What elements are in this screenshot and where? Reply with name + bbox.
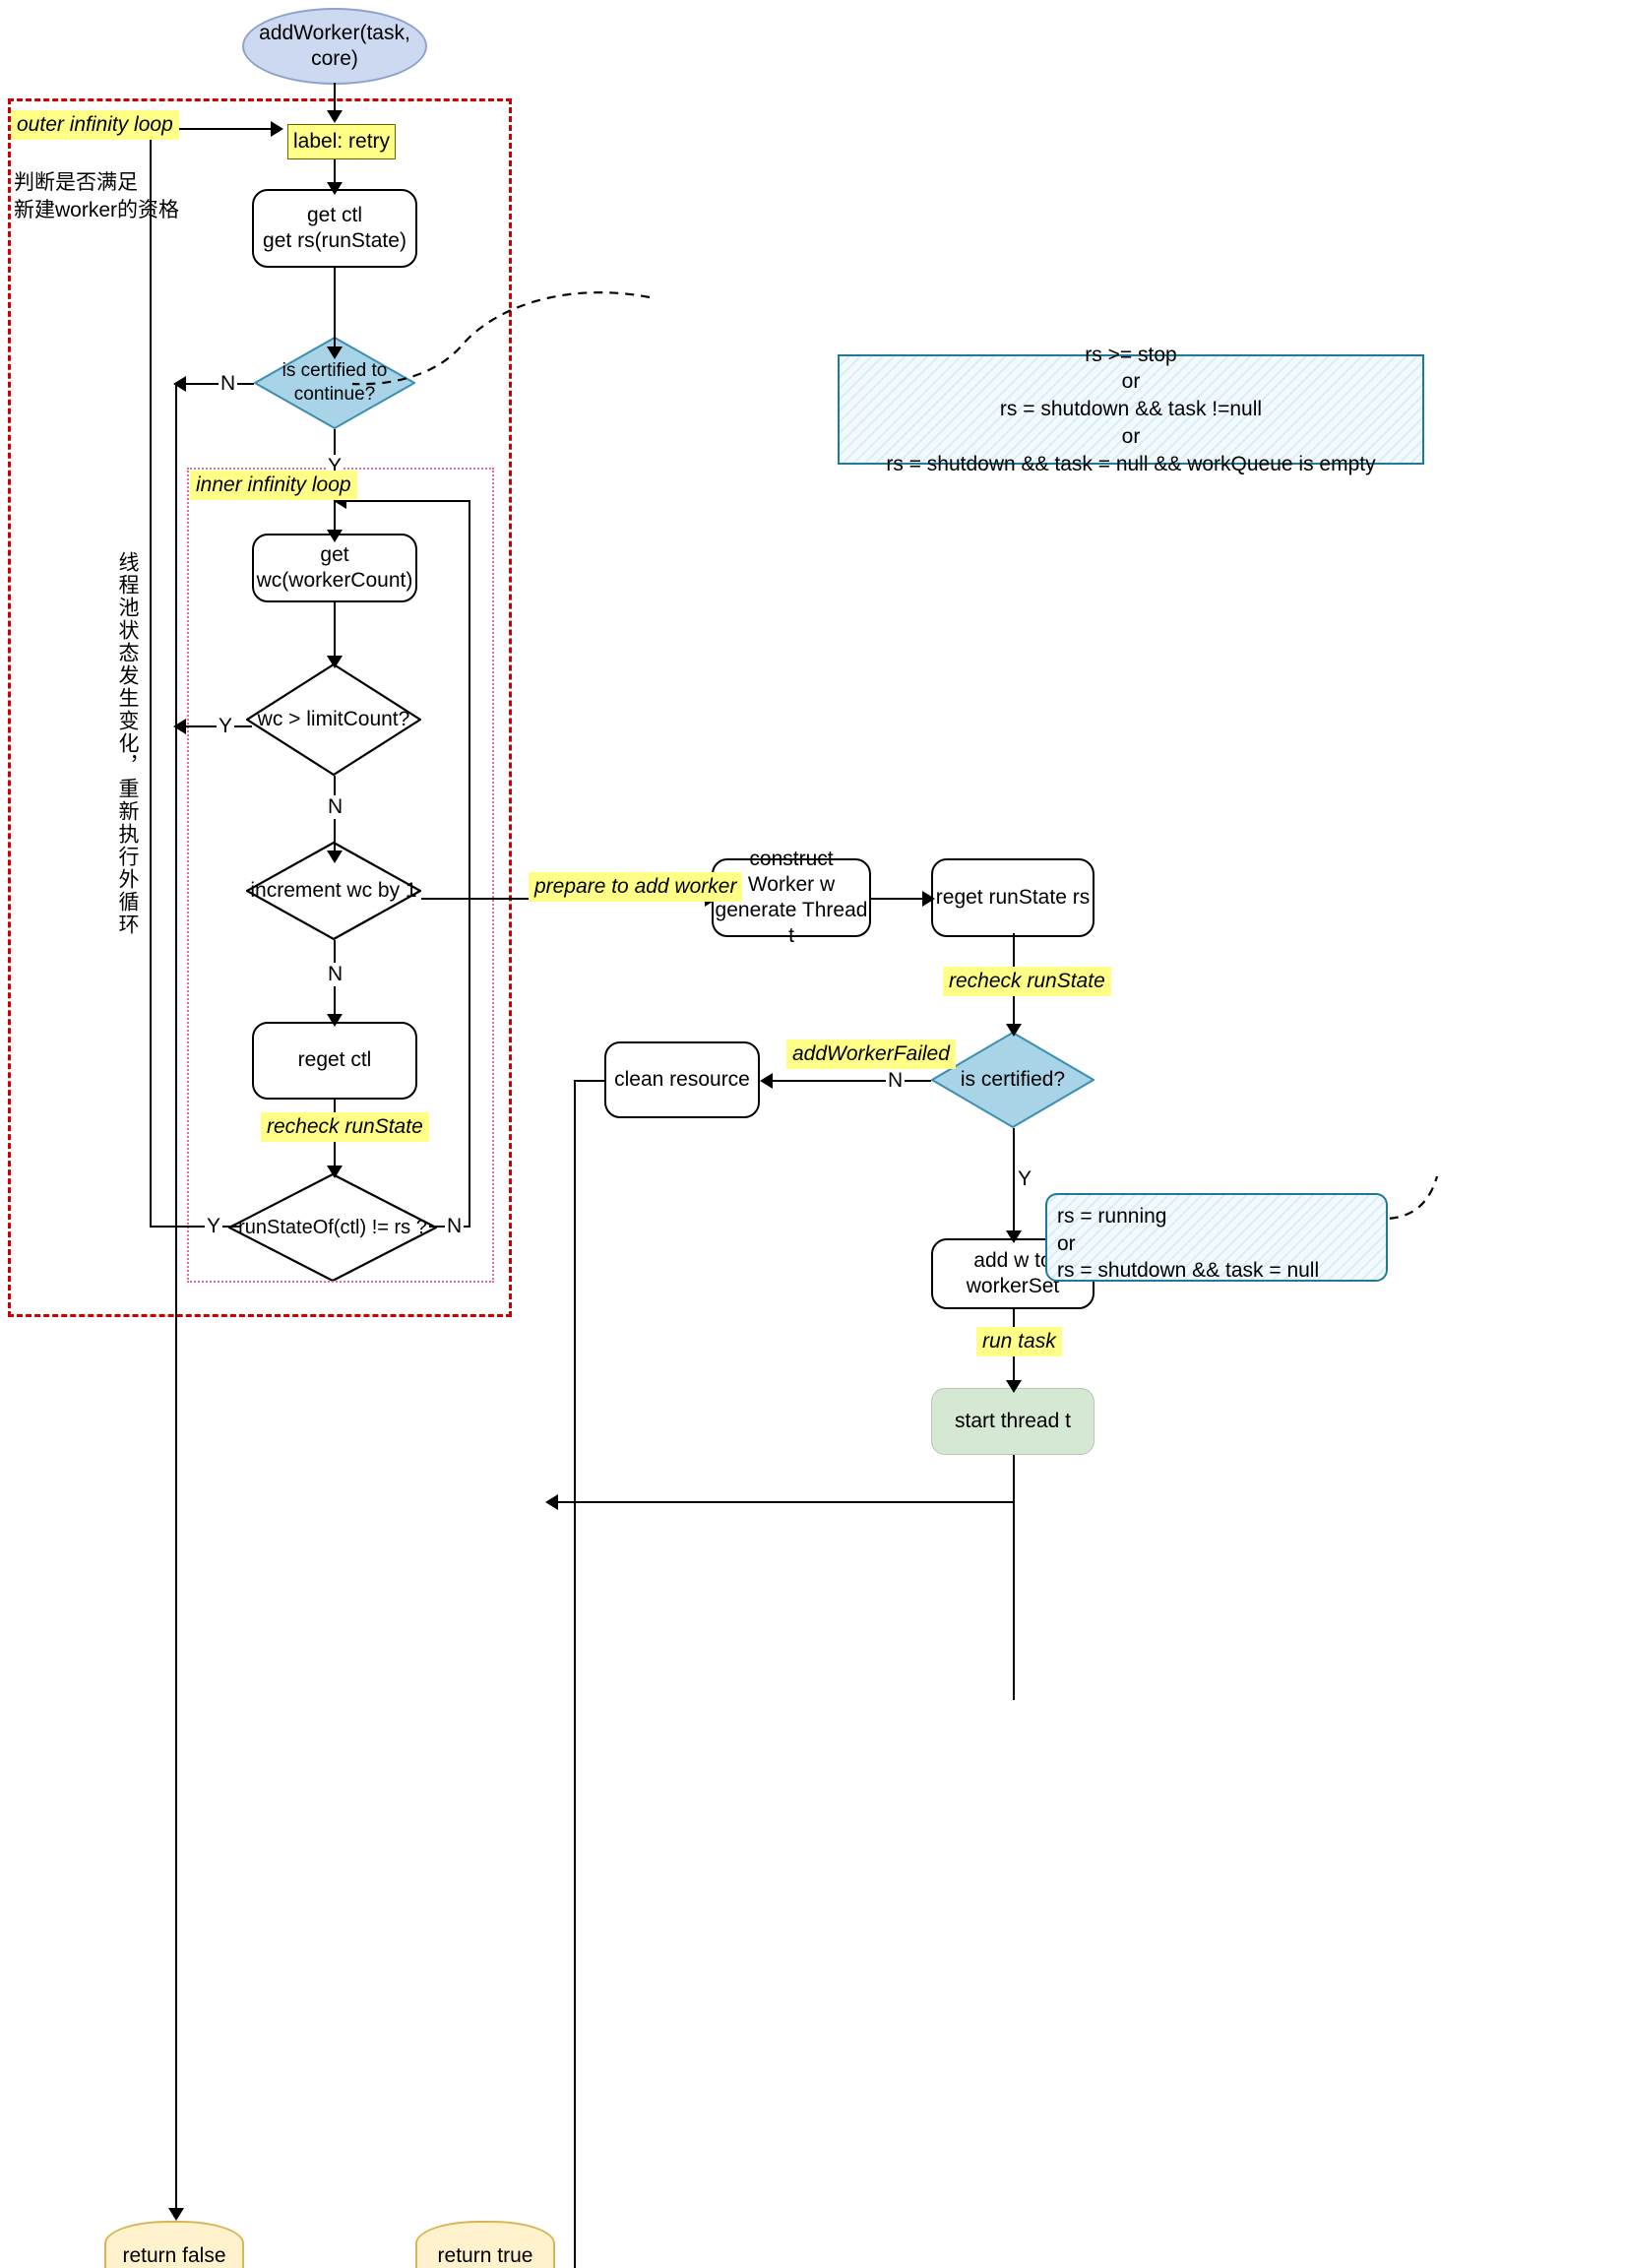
arrowhead-certified2-yes: [1006, 1230, 1022, 1243]
edge-label-increment-no: N: [326, 963, 345, 986]
note-connector-2: [1358, 1175, 1439, 1221]
arrowhead-construct-to-reget: [922, 891, 935, 907]
edge-clean-to-cleanbox: [574, 1080, 605, 1083]
runstate-changed-decision: runStateOf(ctl) != rs ?: [228, 1173, 437, 1282]
get-ctl-node: get ctl get rs(runState): [252, 189, 417, 268]
note-certified-condition: rs = running or rs = shutdown && task = …: [1045, 1193, 1388, 1282]
arrowhead-increment-no: [327, 1014, 343, 1027]
arrowhead-start-to-retry: [327, 110, 343, 123]
return-false-node: return false: [104, 2221, 244, 2268]
is-certified-label: is certified?: [960, 1067, 1066, 1091]
edge-runstate-no-back: [343, 500, 470, 503]
get-wc-node: get wc(workerCount): [252, 534, 417, 602]
sticky-recheck-runstate-left: recheck runState: [261, 1112, 429, 1142]
edge-label-certified2-yes: Y: [1016, 1167, 1034, 1191]
arrowhead-regetctl-to-runstate: [327, 1166, 343, 1178]
eligibility-annotation: 判断是否满足 新建worker的资格: [14, 171, 180, 222]
outer-loop-caption: outer infinity loop: [11, 110, 179, 140]
edge-certified2-no: [770, 1080, 931, 1083]
arrowhead-certified-no: [173, 376, 186, 392]
start-thread-node: start thread t: [931, 1388, 1094, 1455]
inner-loop-caption: inner infinity loop: [190, 471, 357, 500]
return-true-node: return true: [415, 2221, 555, 2268]
arrowhead-to-retry: [271, 121, 283, 137]
edge-getctl-to-certified: [334, 268, 337, 354]
runstate-changed-label: runStateOf(ctl) != rs ?: [238, 1216, 427, 1238]
edge-start-to-retry: [334, 83, 337, 114]
clean-resource-node: clean resource: [604, 1041, 760, 1118]
arrowhead-to-return-true: [545, 1494, 558, 1510]
arrowhead-wclimit-no: [327, 850, 343, 863]
edge-label-wclimit-yes: Y: [217, 715, 235, 738]
edge-certified2-yes: [1013, 1128, 1016, 1238]
state-changed-annotation: 线程池状态发生变化，重新执行外循环: [116, 551, 139, 936]
sticky-add-worker-failed: addWorkerFailed: [786, 1040, 956, 1069]
edge-label-certified2-no: N: [886, 1069, 906, 1093]
sticky-prepare-to-add-worker: prepare to add worker: [529, 872, 743, 902]
edge-label-wclimit-no: N: [326, 795, 345, 819]
edge-label-runstate-yes: Y: [205, 1215, 223, 1238]
reget-ctl-node: reget ctl: [252, 1022, 417, 1100]
is-certified-to-continue-decision: is certified to continue?: [254, 337, 415, 429]
edge-construct-to-reget: [871, 898, 930, 901]
note-certified-to-continue-condition: rs >= stop or rs = shutdown && task !=nu…: [838, 344, 1424, 475]
arrowhead-wclimit-yes: [173, 719, 186, 734]
is-certified-to-continue-label: is certified to continue?: [281, 360, 388, 405]
edge-runstate-yes: [150, 1226, 240, 1228]
edge-runstate-yes-to-retry: [150, 128, 276, 131]
edge-certified-no-down: [175, 383, 178, 2215]
arrowhead-certified-yes: [327, 530, 343, 542]
arrowhead-to-return-false: [168, 2208, 184, 2221]
label-retry: label: retry: [287, 124, 396, 159]
increment-wc-decision: increment wc by 1: [246, 842, 421, 940]
wc-gt-limit-decision: wc > limitCount?: [246, 663, 421, 776]
edge-runstate-no-up: [469, 500, 471, 1228]
wc-gt-limit-label: wc > limitCount?: [257, 707, 410, 730]
edge-retry-to-getctl: [334, 148, 337, 187]
edge-label-certified-no: N: [219, 372, 238, 396]
arrowhead-regetrs-to-certified2: [1006, 1024, 1022, 1037]
edge-clean-down: [574, 1080, 577, 2268]
arrowhead-certified2-no: [760, 1073, 773, 1089]
start-node: addWorker(task, core): [242, 8, 427, 85]
outer-infinity-loop-frame: [8, 98, 512, 1317]
sticky-run-task: run task: [976, 1327, 1062, 1356]
arrowhead-addw-to-start: [1006, 1380, 1022, 1393]
edge-label-runstate-no: N: [445, 1215, 465, 1238]
edge-startthread-down: [1013, 1455, 1016, 1700]
sticky-recheck-runstate-right: recheck runState: [943, 967, 1111, 996]
edge-startthread-to-returntrue: [555, 1501, 1015, 1504]
edge-getwc-to-wclimit: [334, 602, 337, 663]
arrowhead-getctl-to-certified: [327, 346, 343, 359]
reget-runstate-node: reget runState rs: [931, 858, 1094, 937]
arrowhead-getwc-to-wclimit: [327, 656, 343, 668]
note-connector-1: [351, 291, 650, 386]
edge-runstate-yes-up: [150, 128, 153, 1228]
is-certified-decision: is certified?: [931, 1032, 1094, 1128]
increment-wc-label: increment wc by 1: [250, 878, 417, 902]
arrowhead-retry-to-getctl: [327, 182, 343, 195]
